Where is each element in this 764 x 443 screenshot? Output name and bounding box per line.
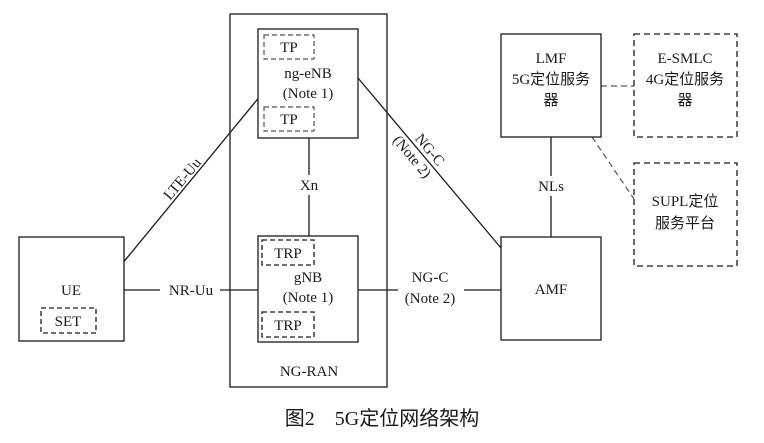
supl-line2: 服务平台 (655, 215, 715, 232)
lte-uu-link (121, 94, 262, 265)
trp-bottom-box (261, 311, 315, 338)
ue-label: UE (61, 283, 81, 299)
set-label: SET (55, 314, 82, 330)
ng-ran-box (229, 13, 388, 388)
tp-top-label: TP (280, 40, 298, 56)
lmf-line1: LMF (536, 51, 567, 67)
figure-caption: 图2 5G定位网络架构 (285, 407, 479, 430)
amf-label: AMF (535, 282, 568, 298)
lmf-supl-link (591, 136, 635, 200)
trp-top-box (261, 239, 315, 266)
lmf-line3: 器 (543, 93, 558, 109)
ng-enb-label: ng-eNB (284, 66, 332, 82)
lmf-box (500, 33, 602, 138)
ng-c-upper-label: NG-C (Note 2) (389, 131, 447, 182)
gnb-label: gNB (294, 270, 322, 286)
trp-bottom-label: TRP (274, 318, 302, 334)
ng-enb-note: (Note 1) (283, 86, 333, 102)
esmlc-line2: 4G定位服务 (646, 71, 724, 88)
lmf-line2: 5G定位服务 (512, 71, 590, 88)
gnb-note: (Note 1) (283, 290, 333, 306)
dashed-links (591, 85, 635, 200)
ng-c-lower-line1: NG-C (412, 270, 449, 286)
ng-ran-label: NG-RAN (280, 364, 338, 380)
amf-box (500, 236, 602, 341)
nr-uu-label: NR-Uu (169, 283, 214, 299)
esmlc-box (633, 33, 738, 138)
nls-label: NLs (538, 179, 564, 195)
tp-bottom-box (263, 106, 315, 132)
supl-line1: SUPL定位 (652, 193, 719, 210)
ng-c-lower-line2: (Note 2) (405, 291, 455, 307)
xn-label: Xn (300, 178, 319, 194)
set-box (40, 307, 97, 334)
esmlc-line3: 器 (677, 93, 692, 109)
supl-box (633, 162, 738, 267)
lte-uu-label: LTE-Uu (161, 155, 205, 204)
tp-top-box (263, 34, 315, 60)
ng-c-upper-link (357, 77, 502, 249)
esmlc-line1: E-SMLC (657, 51, 712, 67)
tp-bottom-label: TP (280, 112, 298, 128)
trp-top-label: TRP (274, 246, 302, 262)
